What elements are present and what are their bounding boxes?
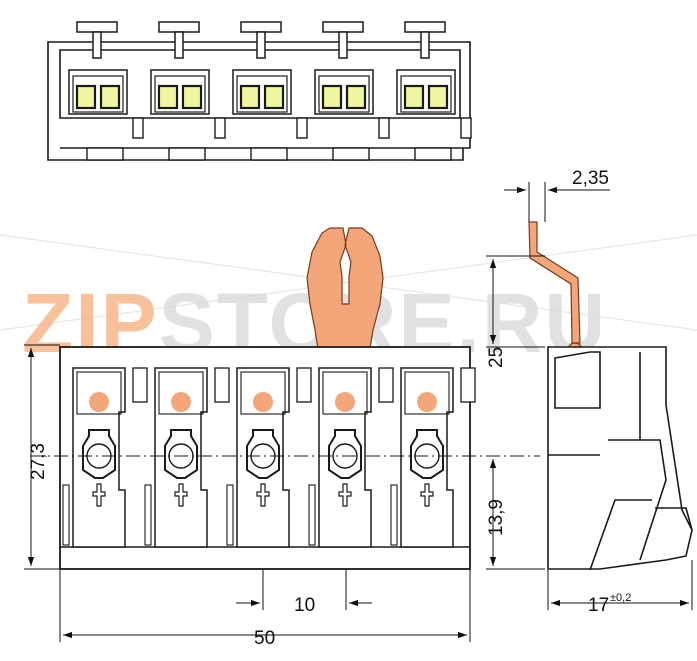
contact-point <box>171 392 191 412</box>
led-indicator <box>263 84 285 110</box>
top-pole-3 <box>232 21 308 161</box>
dim-lever-height: 25 <box>486 347 507 368</box>
top-pole-5 <box>396 21 472 161</box>
led-indicator <box>181 84 203 110</box>
front-pole-5 <box>390 367 476 548</box>
dim-pitch: 10 <box>294 595 315 616</box>
contact-point <box>253 392 273 412</box>
front-pole-3 <box>226 367 312 548</box>
front-pole-2 <box>144 367 230 548</box>
top-pole-1 <box>68 21 144 161</box>
release-lever <box>306 227 384 350</box>
dim-depth: 17 <box>588 595 609 616</box>
top-pole-4 <box>314 21 390 161</box>
led-indicator <box>99 84 121 110</box>
led-indicator <box>75 84 97 110</box>
dim-lever-thickness: 2,35 <box>572 168 609 189</box>
side-view <box>528 221 693 571</box>
front-pole-4 <box>308 367 394 548</box>
top-view-units <box>68 21 472 161</box>
top-pole-2 <box>150 21 226 161</box>
dim-body-height: 27,3 <box>28 443 49 480</box>
led-indicator <box>157 84 179 110</box>
dim-lower-height: 13,9 <box>486 499 507 536</box>
front-view-units <box>62 367 476 548</box>
led-indicator <box>345 84 367 110</box>
led-indicator <box>321 84 343 110</box>
top-view <box>47 21 472 161</box>
dim-depth-tolerance: ±0,2 <box>610 592 631 604</box>
front-view <box>30 227 540 570</box>
contact-point <box>417 392 437 412</box>
contact-point <box>335 392 355 412</box>
led-indicator <box>239 84 261 110</box>
dimension-lines <box>24 182 693 642</box>
led-indicator <box>403 84 425 110</box>
led-indicator <box>427 84 449 110</box>
front-pole-1 <box>62 367 148 548</box>
side-lever <box>528 221 581 344</box>
contact-point <box>89 392 109 412</box>
dim-total-width: 50 <box>254 628 275 649</box>
